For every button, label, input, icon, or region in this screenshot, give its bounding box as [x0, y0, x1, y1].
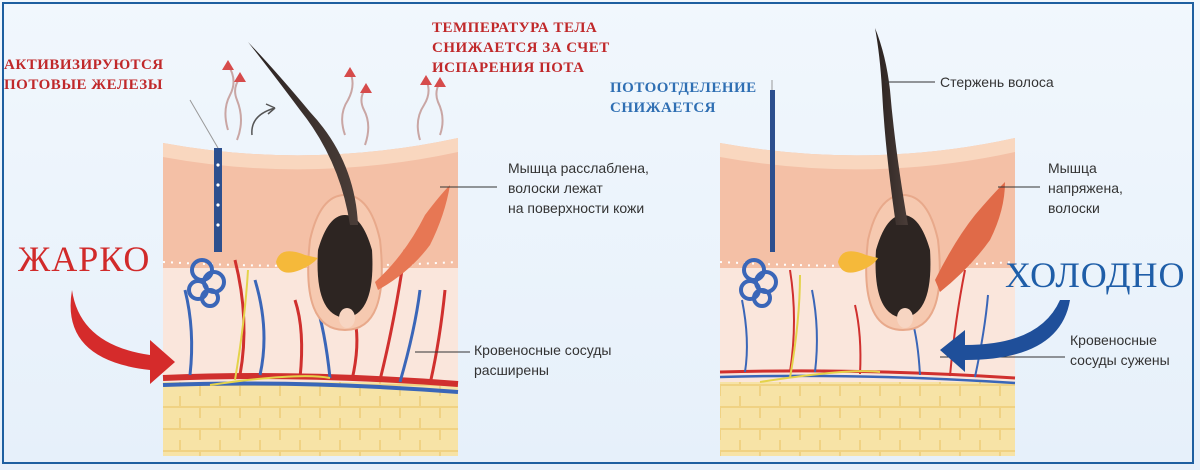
- hot-vessels-line-2: расширены: [474, 362, 549, 378]
- hot-vessels-label: Кровеносные сосуды расширены: [474, 340, 612, 380]
- hot-temperature-line-1: ТЕМПЕРАТУРА ТЕЛА: [432, 20, 598, 36]
- cold-muscle-line-3: волоски: [1048, 200, 1100, 216]
- cold-sweat-line-1: ПОТООТДЕЛЕНИЕ: [610, 80, 757, 96]
- cold-muscle-line-2: напряжена,: [1048, 180, 1123, 196]
- cold-sweat-line-2: СНИЖАЕТСЯ: [610, 100, 717, 116]
- cold-muscle-label: Мышца напряжена, волоски: [1048, 158, 1123, 218]
- cold-muscle-line-1: Мышца: [1048, 160, 1097, 176]
- hot-arrector-muscle: [375, 185, 450, 290]
- hot-epidermis: [163, 138, 458, 268]
- hot-glands-line-2: ПОТОВЫЕ ЖЕЛЕЗЫ: [4, 77, 163, 93]
- cold-skin-block: [719, 28, 1016, 456]
- cold-sweat-gland: [739, 258, 778, 308]
- hot-vein: [162, 381, 459, 394]
- cold-sebaceous-gland: [838, 251, 878, 273]
- cold-state-label: ХОЛОДНО: [1005, 255, 1186, 295]
- hot-state-label: ЖАРКО: [18, 239, 151, 279]
- hot-glands-label: АКТИВИЗИРУЮТСЯ ПОТОВЫЕ ЖЕЛЕЗЫ: [4, 55, 164, 95]
- sweat-evaporation-arrows: [224, 64, 444, 146]
- hot-glands-line-1: АКТИВИЗИРУЮТСЯ: [4, 57, 164, 73]
- hot-sebaceous-gland: [276, 251, 318, 273]
- cold-epidermis: [720, 138, 1015, 268]
- hot-fat-layer: [163, 380, 458, 456]
- hot-temperature-label: ТЕМПЕРАТУРА ТЕЛА СНИЖАЕТСЯ ЗА СЧЕТ ИСПАР…: [432, 18, 610, 78]
- hot-temperature-line-3: ИСПАРЕНИЯ ПОТА: [432, 60, 585, 76]
- cold-fat-layer: [720, 380, 1015, 456]
- cold-hair-label: Стержень волоса: [940, 74, 1054, 90]
- hot-temperature-line-2: СНИЖАЕТСЯ ЗА СЧЕТ: [432, 40, 610, 56]
- image-frame: [2, 2, 1194, 464]
- cold-sweat-label: ПОТООТДЕЛЕНИЕ СНИЖАЕТСЯ: [610, 78, 757, 118]
- cold-vein: [719, 374, 1016, 385]
- cold-hair-shaft: [875, 28, 908, 225]
- hot-muscle-line-1: Мышца расслаблена,: [508, 160, 649, 176]
- cold-vessels-label: Кровеносные сосуды сужены: [1070, 330, 1170, 370]
- hot-hair-shaft: [248, 42, 358, 225]
- cold-arrow: [940, 300, 1070, 372]
- cold-vessels-line-2: сосуды сужены: [1070, 352, 1170, 368]
- hot-skin-block: [162, 42, 459, 456]
- hot-muscle-label: Мышца расслаблена, волоски лежат на пове…: [508, 158, 649, 218]
- hot-arrow: [70, 290, 175, 384]
- hot-muscle-line-2: волоски лежат: [508, 180, 603, 196]
- hot-vessels-line-1: Кровеносные сосуды: [474, 342, 612, 358]
- cold-vessels-line-1: Кровеносные: [1070, 332, 1157, 348]
- hot-muscle-line-3: на поверхности кожи: [508, 200, 645, 216]
- cold-arrector-muscle: [935, 182, 1005, 292]
